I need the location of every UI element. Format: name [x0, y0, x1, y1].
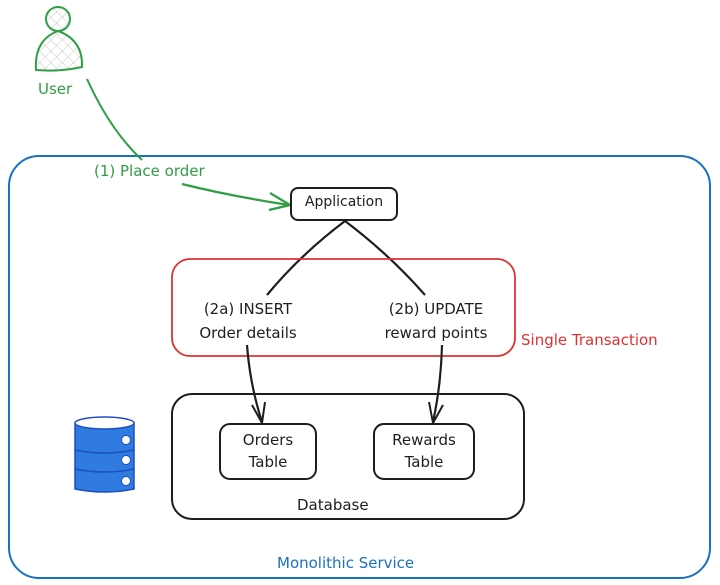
monolithic-service-boundary [8, 155, 711, 579]
update-label-line1: (2b) UPDATE [388, 300, 484, 318]
update-label: (2b) UPDATE reward points [368, 297, 504, 345]
place-order-arrow [181, 182, 292, 212]
application-node-box [290, 187, 398, 221]
insert-label-line2: Order details [199, 324, 297, 342]
user-icon [34, 6, 84, 72]
rewards-table-box [373, 423, 475, 480]
insert-label: (2a) INSERT Order details [183, 297, 313, 345]
rewards-table-line1: Rewards [392, 431, 456, 449]
database-icon [74, 416, 135, 493]
orders-table-label: Orders Table [220, 429, 316, 473]
database-label: Database [297, 496, 369, 514]
orders-table-line1: Orders [242, 431, 294, 449]
user-to-order-line [86, 78, 143, 161]
user-label: User [38, 80, 73, 98]
update-label-line2: reward points [384, 324, 488, 342]
application-label: Application [304, 194, 384, 210]
monolithic-service-label: Monolithic Service [277, 554, 415, 572]
orders-table-box [219, 423, 317, 480]
database-boundary [171, 393, 525, 520]
place-order-label: (1) Place order [92, 162, 207, 180]
insert-label-line1: (2a) INSERT [203, 300, 293, 318]
app-to-update-line [344, 220, 426, 296]
orders-table-line2: Table [248, 453, 288, 471]
rewards-table-label: Rewards Table [374, 429, 474, 473]
app-to-insert-line [266, 220, 346, 296]
single-transaction-label: Single Transaction [521, 331, 658, 349]
single-transaction-boundary [171, 258, 516, 357]
rewards-table-line2: Table [404, 453, 444, 471]
